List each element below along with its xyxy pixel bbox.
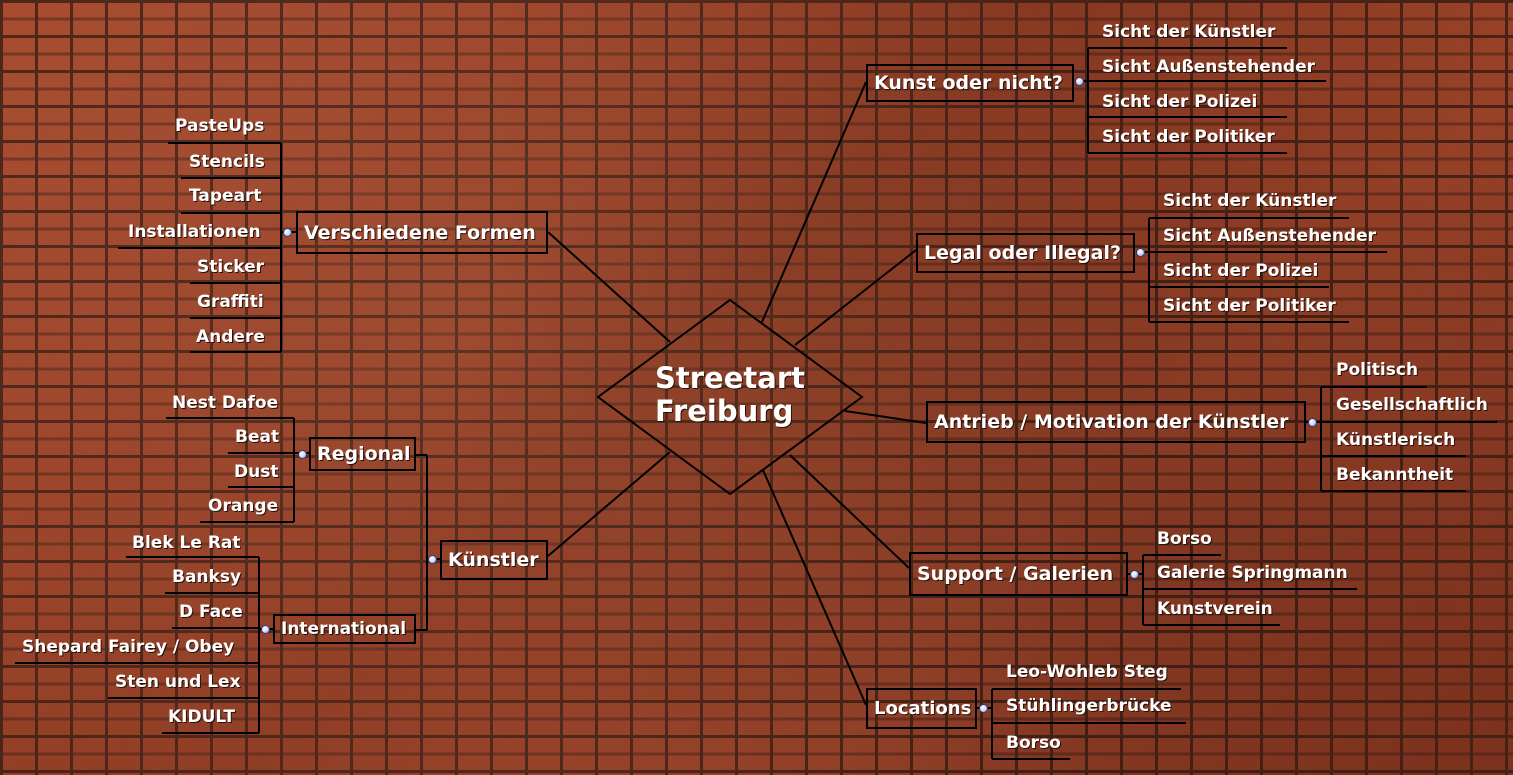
leaf-gesellschaftlich[interactable]: Gesellschaftlich: [1336, 395, 1488, 415]
leaf-bekanntheit[interactable]: Bekanntheit: [1336, 465, 1454, 485]
leaf-andere[interactable]: Andere: [196, 327, 265, 347]
leaf-stencils[interactable]: Stencils: [189, 152, 265, 172]
leaf-galerie-springmann[interactable]: Galerie Springmann: [1157, 563, 1348, 583]
node-verschiedene-formen[interactable]: Verschiedene Formen: [296, 211, 548, 254]
node-label: Antrieb / Motivation der Künstler: [934, 411, 1289, 433]
expand-knob-icon[interactable]: [283, 228, 292, 237]
leaf-legal-kuenstler[interactable]: Sicht der Künstler: [1163, 191, 1337, 211]
leaf-support-borso[interactable]: Borso: [1157, 529, 1212, 549]
node-international[interactable]: International: [273, 614, 416, 644]
node-label: Künstler: [448, 549, 539, 571]
leaf-kunst-aussenstehender[interactable]: Sicht Außenstehender: [1102, 57, 1316, 77]
leaf-graffiti[interactable]: Graffiti: [197, 292, 264, 312]
expand-knob-icon[interactable]: [1075, 77, 1084, 86]
leaf-beat[interactable]: Beat: [235, 427, 280, 447]
expand-knob-icon[interactable]: [428, 555, 437, 564]
leaf-legal-politiker[interactable]: Sicht der Politiker: [1163, 296, 1336, 316]
node-locations[interactable]: Locations: [866, 688, 977, 729]
leaf-kuenstlerisch[interactable]: Künstlerisch: [1336, 430, 1456, 450]
leaf-stuehlingerbruecke[interactable]: Stühlingerbrücke: [1006, 696, 1172, 716]
expand-knob-icon[interactable]: [979, 704, 988, 713]
leaf-pasteups[interactable]: PasteUps: [175, 116, 265, 136]
leaf-banksy[interactable]: Banksy: [172, 567, 242, 587]
leaf-sten-und-lex[interactable]: Sten und Lex: [115, 672, 241, 692]
expand-knob-icon[interactable]: [1136, 248, 1145, 257]
node-kuenstler[interactable]: Künstler: [440, 540, 548, 580]
leaf-leo-wohleb-steg[interactable]: Leo-Wohleb Steg: [1006, 662, 1168, 682]
node-label: Support / Galerien: [917, 563, 1114, 585]
node-kunst-oder-nicht[interactable]: Kunst oder nicht?: [866, 64, 1074, 102]
leaf-kunst-politiker[interactable]: Sicht der Politiker: [1102, 127, 1275, 147]
leaf-nest-dafoe[interactable]: Nest Dafoe: [172, 393, 279, 413]
leaf-dust[interactable]: Dust: [234, 462, 279, 482]
leaf-politisch[interactable]: Politisch: [1336, 360, 1419, 380]
node-label: Locations: [874, 698, 972, 719]
leaf-kunst-kuenstler[interactable]: Sicht der Künstler: [1102, 22, 1276, 42]
leaf-legal-polizei[interactable]: Sicht der Polizei: [1163, 261, 1319, 281]
node-antrieb-motivation[interactable]: Antrieb / Motivation der Künstler: [926, 401, 1306, 443]
leaf-kunst-polizei[interactable]: Sicht der Polizei: [1102, 92, 1258, 112]
leaf-installationen[interactable]: Installationen: [128, 222, 261, 242]
leaf-orange[interactable]: Orange: [208, 496, 279, 516]
node-label: Regional: [317, 443, 411, 465]
central-topic[interactable]: Streetart Freiburg: [655, 362, 805, 428]
leaf-legal-aussenstehender[interactable]: Sicht Außenstehender: [1163, 226, 1377, 246]
node-label: Verschiedene Formen: [304, 221, 536, 244]
central-topic-line1: Streetart: [655, 361, 805, 395]
central-topic-line2: Freiburg: [655, 394, 794, 428]
leaf-blek-le-rat[interactable]: Blek Le Rat: [132, 533, 241, 553]
node-label: International: [281, 619, 407, 639]
leaf-d-face[interactable]: D Face: [179, 602, 243, 622]
leaf-tapeart[interactable]: Tapeart: [189, 186, 262, 206]
center-diamond: [596, 298, 864, 496]
leaf-sticker[interactable]: Sticker: [197, 257, 265, 277]
node-legal-oder-illegal[interactable]: Legal oder Illegal?: [916, 233, 1135, 273]
leaf-kidult[interactable]: KIDULT: [168, 707, 236, 727]
leaf-kunstverein[interactable]: Kunstverein: [1157, 599, 1273, 619]
expand-knob-icon[interactable]: [298, 450, 307, 459]
expand-knob-icon[interactable]: [261, 625, 270, 634]
leaf-shepard-fairey[interactable]: Shepard Fairey / Obey: [22, 637, 235, 657]
node-support-galerien[interactable]: Support / Galerien: [909, 552, 1128, 596]
leaf-locations-borso[interactable]: Borso: [1006, 733, 1061, 753]
node-label: Kunst oder nicht?: [874, 72, 1063, 94]
expand-knob-icon[interactable]: [1308, 418, 1317, 427]
node-regional[interactable]: Regional: [309, 437, 416, 471]
expand-knob-icon[interactable]: [1130, 570, 1139, 579]
node-label: Legal oder Illegal?: [924, 242, 1122, 264]
